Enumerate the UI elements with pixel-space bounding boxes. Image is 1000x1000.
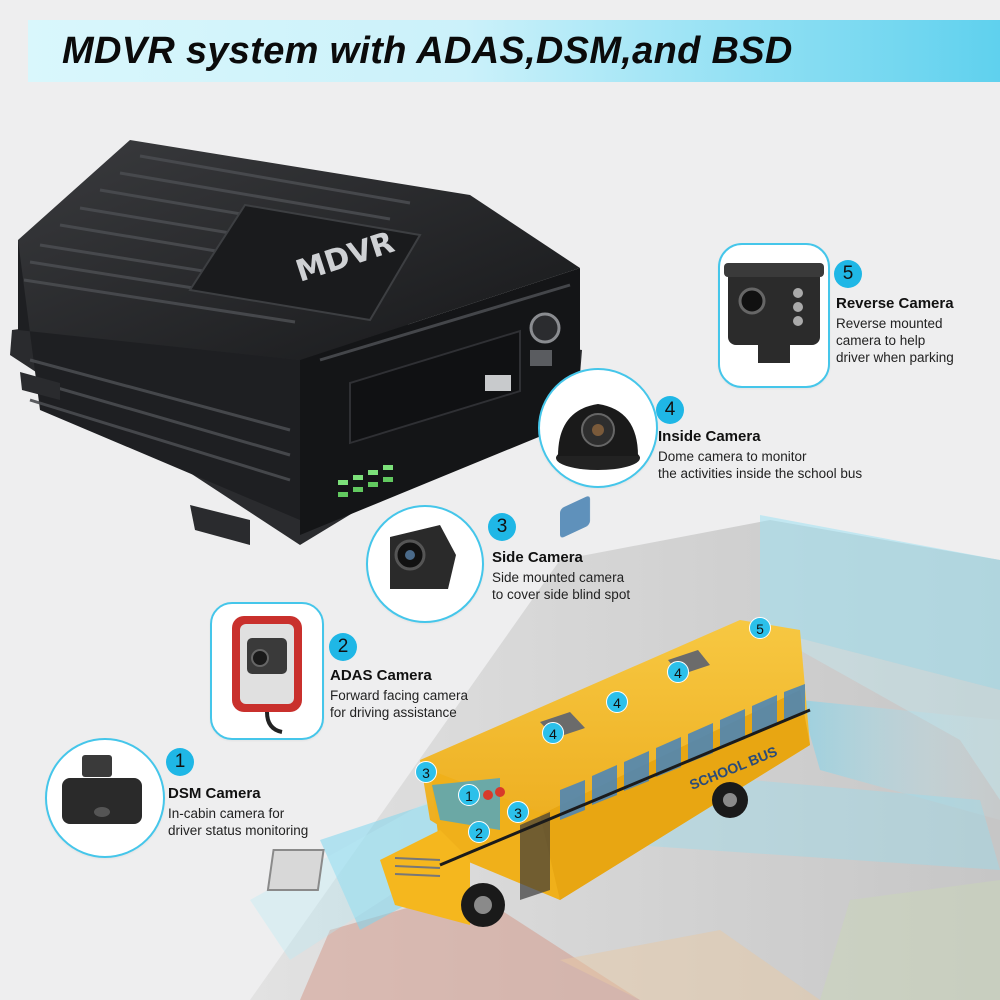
inside-camera-title: Inside Camera xyxy=(658,428,761,445)
side-camera-bubble xyxy=(366,505,484,623)
adas-camera-desc-line-1: Forward facing camera xyxy=(330,688,469,703)
bus-marker-reverse: 5 xyxy=(749,617,771,639)
side-camera-desc-line-2: to cover side blind spot xyxy=(492,587,631,602)
reverse-camera-icon xyxy=(724,263,824,363)
camera-number-1: 1 xyxy=(166,748,194,776)
inside-camera-bubble xyxy=(538,368,658,488)
dsm-camera-icon xyxy=(62,755,142,824)
inside-camera-desc-line-1: Dome camera to monitor xyxy=(658,449,807,464)
bus-marker-inside-middle: 4 xyxy=(606,691,628,713)
adas-camera-bubble xyxy=(210,602,324,740)
camera-number-4: 4 xyxy=(656,396,684,424)
reverse-camera-desc-line-2: camera to help xyxy=(836,333,926,348)
side-camera-desc-line-1: Side mounted camera xyxy=(492,570,625,585)
dsm-camera-desc-line-2: driver status monitoring xyxy=(168,823,309,838)
mdvr-device: MDVR xyxy=(10,140,582,545)
reverse-camera-desc-line-1: Reverse mounted xyxy=(836,316,943,331)
page-title: MDVR system with ADAS,DSM,and BSD xyxy=(62,30,793,72)
bus-marker-side-door: 3 xyxy=(507,801,529,823)
title-banner xyxy=(28,20,1000,82)
device-status-leds xyxy=(338,465,393,497)
adas-camera-desc-line-2: for driving assistance xyxy=(330,705,457,720)
dsm-camera-desc-line-1: In-cabin camera for xyxy=(168,806,285,821)
dsm-camera-title: DSM Camera xyxy=(168,785,261,802)
bus-marker-inside-rear: 4 xyxy=(667,661,689,683)
bus-marker-dsm: 1 xyxy=(458,784,480,806)
bus-marker-adas: 2 xyxy=(468,821,490,843)
adas-camera-title: ADAS Camera xyxy=(330,667,432,684)
reverse-camera-title: Reverse Camera xyxy=(836,295,954,312)
reverse-camera-desc-line-3: driver when parking xyxy=(836,350,954,365)
adas-camera-icon xyxy=(232,616,302,734)
bus-marker-side-front: 3 xyxy=(415,761,437,783)
camera-number-3: 3 xyxy=(488,513,516,541)
bus-marker-inside-front: 4 xyxy=(542,722,564,744)
camera-number-2: 2 xyxy=(329,633,357,661)
reverse-camera-bubble xyxy=(718,243,830,388)
side-camera-icon xyxy=(390,525,456,589)
inside-camera-icon xyxy=(556,404,640,470)
side-camera-title: Side Camera xyxy=(492,549,583,566)
inside-camera-desc-line-2: the activities inside the school bus xyxy=(658,466,863,481)
school-bus: SCHOOL BUS xyxy=(266,496,811,927)
dsm-camera-bubble xyxy=(45,738,165,858)
camera-number-5: 5 xyxy=(834,260,862,288)
